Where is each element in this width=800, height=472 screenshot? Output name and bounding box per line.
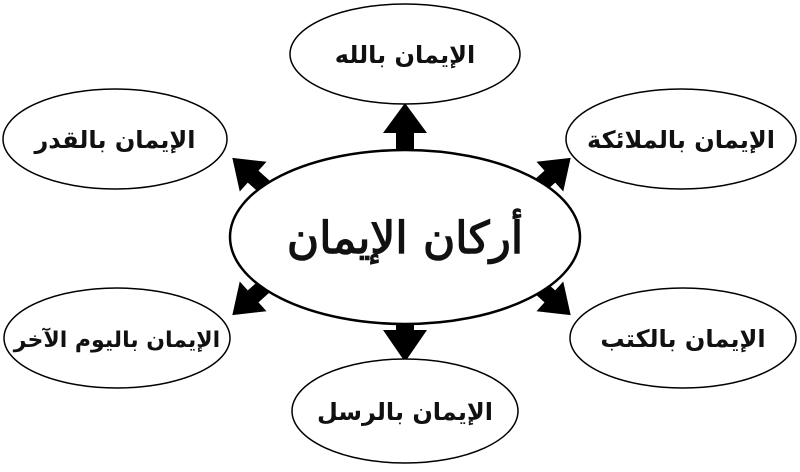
pillar-books-ellipse xyxy=(569,287,797,389)
center-label: أركان الإيمان xyxy=(287,208,523,265)
pillar-messengers-ellipse xyxy=(291,358,519,464)
pillar-last-day-label: الإيمان باليوم الآخر xyxy=(13,327,220,353)
pillar-qadar: الإيمان بالقدر xyxy=(2,88,228,190)
pillar-allah-ellipse xyxy=(289,3,521,105)
pillar-last-day: الإيمان باليوم الآخر xyxy=(3,287,231,389)
pillar-angels-label: الإيمان بالملائكة xyxy=(587,126,775,154)
arrow-to-messengers xyxy=(383,300,427,362)
pillar-books-label: الإيمان بالكتب xyxy=(600,325,765,353)
center-ellipse xyxy=(228,148,582,326)
pillar-qadar-ellipse xyxy=(2,88,228,190)
pillar-angels: الإيمان بالملائكة xyxy=(565,88,797,190)
pillar-last-day-ellipse xyxy=(3,287,231,389)
pillar-messengers-label: الإيمان بالرسل xyxy=(317,398,493,426)
pillar-books: الإيمان بالكتب xyxy=(569,287,797,389)
center-node: أركان الإيمان xyxy=(228,148,582,326)
pillar-qadar-label: الإيمان بالقدر xyxy=(33,126,195,154)
pillar-angels-ellipse xyxy=(565,88,797,190)
pillar-allah: الإيمان بالله xyxy=(289,3,521,105)
pillar-messengers: الإيمان بالرسل xyxy=(291,358,519,464)
arrow-to-allah xyxy=(383,103,427,190)
pillar-allah-label: الإيمان بالله xyxy=(335,41,475,69)
